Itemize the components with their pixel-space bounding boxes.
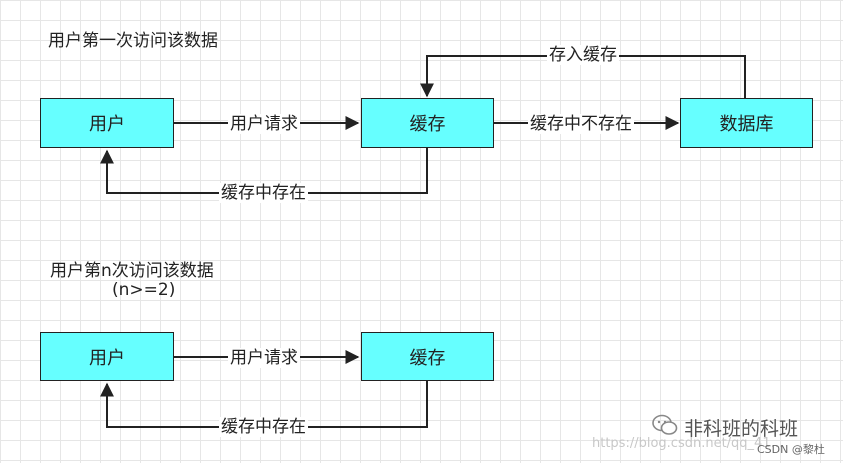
node-user-1: 用户 <box>40 98 174 148</box>
watermark-credit: CSDN @黎杜 <box>757 443 825 456</box>
edge-label-cache-hit-2: 缓存中存在 <box>219 417 308 437</box>
node-user-2: 用户 <box>40 332 174 381</box>
edge-label-cache-hit-1: 缓存中存在 <box>219 183 308 203</box>
node-database: 数据库 <box>680 98 813 148</box>
node-cache-2: 缓存 <box>361 332 494 381</box>
section-2-title: 用户第n次访问该数据 <box>50 261 214 281</box>
wechat-icon <box>652 414 678 435</box>
section-1-title: 用户第一次访问该数据 <box>48 31 218 51</box>
node-cache-1: 缓存 <box>361 98 494 148</box>
section-2-subtitle: (n>=2) <box>112 280 176 300</box>
watermark-brand: 非科班的科班 <box>684 418 799 440</box>
edge-label-store-cache: 存入缓存 <box>547 45 619 65</box>
watermark-url: https://blog.csdn.net/qq_41... <box>592 436 784 451</box>
edge-label-user-request-1: 用户请求 <box>228 114 300 134</box>
edge-label-user-request-2: 用户请求 <box>228 348 300 368</box>
edge-label-cache-miss: 缓存中不存在 <box>528 114 634 134</box>
